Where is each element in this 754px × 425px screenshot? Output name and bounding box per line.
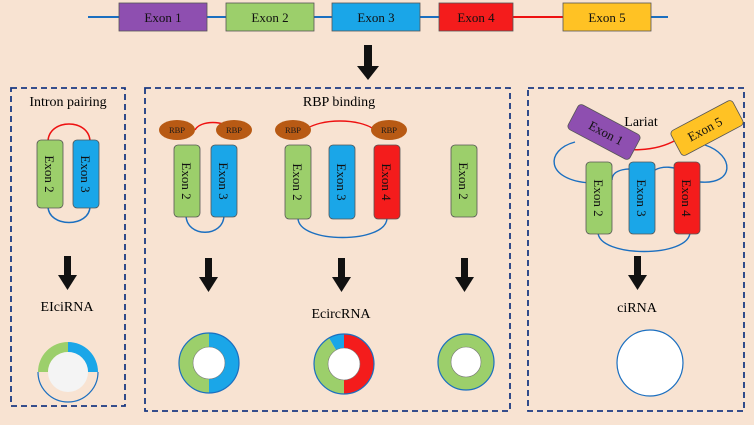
cirna-circle bbox=[616, 329, 684, 397]
exon-2-box: Exon 2 bbox=[284, 144, 312, 220]
top-exon-3-label: Exon 3 bbox=[357, 10, 394, 25]
panel-title: RBP binding bbox=[303, 95, 375, 110]
panel-title: Lariat bbox=[624, 115, 658, 130]
rbp-protein: RBP bbox=[216, 120, 252, 140]
svg-text:RBP: RBP bbox=[381, 125, 397, 135]
product-label: EcircRNA bbox=[311, 307, 371, 322]
ecircrna-ring-b bbox=[313, 333, 375, 395]
panel-rbp-binding: RBP binding RBP RBP Exon 2 Exon 3 bbox=[144, 87, 511, 412]
exon-2-box: Exon 2 bbox=[585, 161, 613, 235]
rbp-group-a: RBP RBP Exon 2 Exon 3 bbox=[159, 120, 252, 233]
top-exon-4: Exon 4 bbox=[438, 2, 514, 32]
exon-2-box: Exon 2 bbox=[36, 139, 64, 209]
svg-text:Exon 2: Exon 2 bbox=[179, 162, 194, 199]
svg-text:RBP: RBP bbox=[285, 125, 301, 135]
exon-4-box: Exon 4 bbox=[373, 144, 401, 220]
exon-4-box: Exon 4 bbox=[673, 161, 701, 235]
exon-2-box: Exon 2 bbox=[173, 144, 201, 218]
panel-title: Intron pairing bbox=[29, 95, 106, 110]
exon-2-label: Exon 2 bbox=[42, 155, 57, 192]
ecircrna-ring-a bbox=[178, 332, 240, 394]
rbp-group-b: RBP RBP Exon 2 Exon 3 Exon 4 bbox=[275, 120, 407, 239]
panel-border bbox=[10, 87, 126, 407]
svg-text:Exon 4: Exon 4 bbox=[379, 163, 394, 201]
product-label: EIciRNA bbox=[41, 300, 95, 315]
intron-pair-loop bbox=[47, 123, 91, 143]
panel-border bbox=[144, 87, 511, 412]
rbp-protein: RBP bbox=[275, 120, 311, 140]
exon-3-box: Exon 3 bbox=[328, 144, 356, 220]
pre-mrna-gene: Exon 1 Exon 2 Exon 3 Exon 4 Exon 5 bbox=[88, 2, 668, 32]
svg-text:Exon 3: Exon 3 bbox=[334, 163, 349, 200]
eicirna-ring bbox=[37, 342, 99, 403]
rbp-protein: RBP bbox=[371, 120, 407, 140]
top-exon-1-label: Exon 1 bbox=[144, 10, 181, 25]
exon-3-box: Exon 3 bbox=[210, 144, 238, 218]
exon-3-box: Exon 3 bbox=[628, 161, 656, 235]
top-exon-4-label: Exon 4 bbox=[457, 10, 495, 25]
svg-text:RBP: RBP bbox=[169, 125, 185, 135]
exon-3-label: Exon 3 bbox=[78, 155, 93, 192]
product-label: ciRNA bbox=[617, 301, 658, 316]
intron-loop bbox=[47, 205, 91, 224]
panel-intron-pairing: Intron pairing Exon 2 Exon 3 EIciRNA bbox=[10, 87, 126, 407]
top-exon-5: Exon 5 bbox=[562, 2, 652, 32]
rbp-group-c: Exon 2 bbox=[450, 144, 478, 218]
top-exon-2: Exon 2 bbox=[225, 2, 315, 32]
svg-text:Exon 3: Exon 3 bbox=[634, 179, 649, 216]
svg-text:Exon 2: Exon 2 bbox=[290, 163, 305, 200]
exon-2-box: Exon 2 bbox=[450, 144, 478, 218]
main-down-arrow bbox=[357, 45, 379, 80]
exon-3-box: Exon 3 bbox=[72, 139, 100, 209]
ecircrna-ring-c bbox=[437, 333, 495, 391]
arrow-down bbox=[58, 256, 77, 290]
arrow-down bbox=[628, 256, 647, 290]
svg-text:Exon 2: Exon 2 bbox=[456, 162, 471, 199]
svg-text:RBP: RBP bbox=[226, 125, 242, 135]
top-exon-3: Exon 3 bbox=[331, 2, 421, 32]
top-exon-5-label: Exon 5 bbox=[588, 10, 625, 25]
top-exon-2-label: Exon 2 bbox=[251, 10, 288, 25]
arrow-down bbox=[332, 258, 351, 292]
svg-text:Exon 2: Exon 2 bbox=[591, 179, 606, 216]
arrow-down bbox=[199, 258, 218, 292]
top-exon-1: Exon 1 bbox=[118, 2, 208, 32]
svg-text:Exon 3: Exon 3 bbox=[216, 162, 231, 199]
arrow-down bbox=[455, 258, 474, 292]
rbp-protein: RBP bbox=[159, 120, 195, 140]
svg-text:Exon 4: Exon 4 bbox=[679, 179, 694, 217]
